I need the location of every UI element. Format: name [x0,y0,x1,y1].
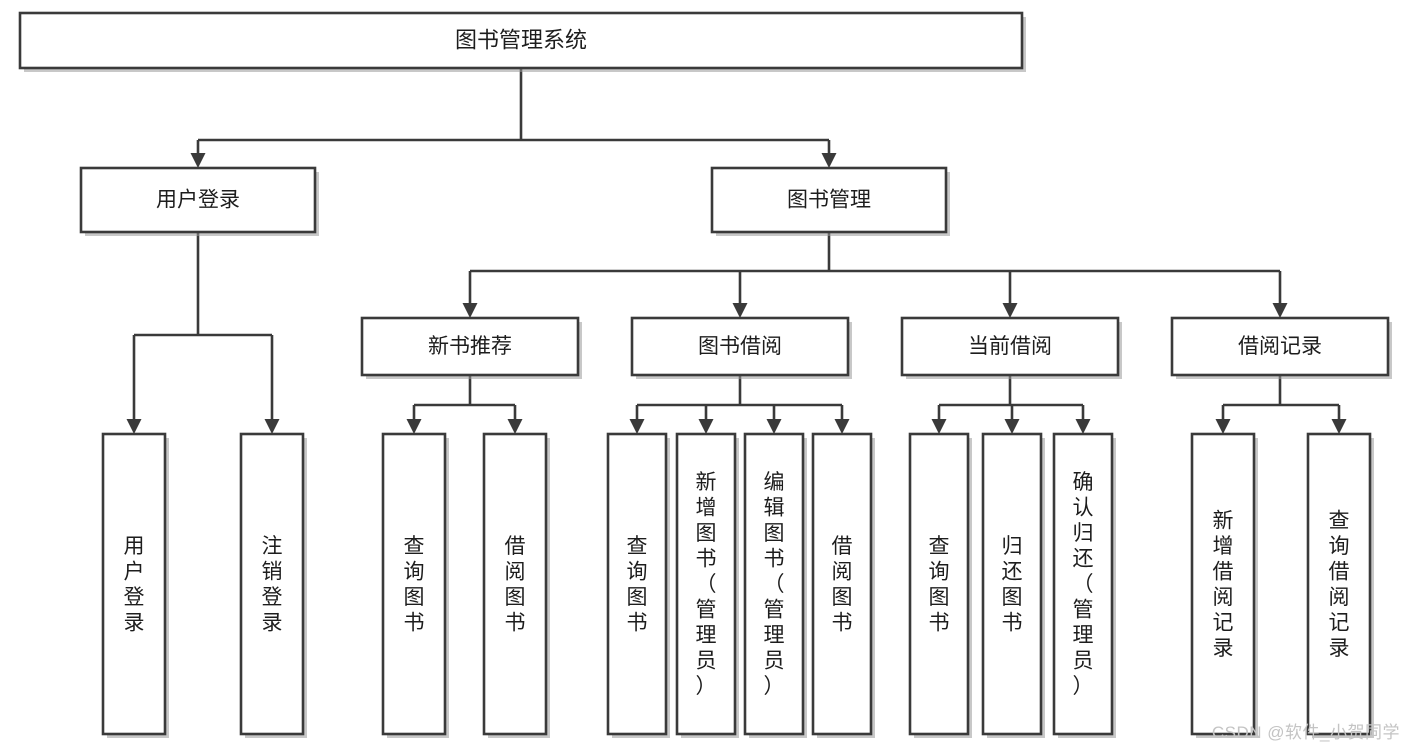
node-box[interactable] [630,316,850,377]
node-box[interactable] [743,432,805,736]
node-user-login[interactable]: 用户登录 [79,166,319,236]
connector-arrow [698,405,714,434]
node-book-borrow[interactable]: 图书借阅 [630,316,852,379]
node-label: 当前借阅 [968,335,1052,358]
node-box[interactable] [1190,432,1256,736]
connector-arrow [1075,405,1091,434]
node-box[interactable] [360,316,580,377]
conn-userlogin-to-leaves [126,232,280,434]
node-box[interactable] [606,432,668,736]
conn-currentborrow-to-leaves [931,375,1091,434]
node-box[interactable] [981,432,1043,736]
node-box[interactable] [101,432,167,736]
node-leaf-add-borrow-record[interactable]: 新增借阅记录 [1190,432,1258,738]
node-label: 图书管理系统 [455,27,587,52]
node-box[interactable] [908,432,970,736]
connector-arrow [766,405,782,434]
node-label: 新增图书（管理员） [696,471,717,698]
connector-arrow [821,140,837,168]
node-leaf-borrow-book-rec[interactable]: 借阅图书 [482,432,550,738]
connector-arrow [126,335,142,434]
connectors-layer [126,68,1347,434]
node-leaf-query-book-rec[interactable]: 查询图书 [381,432,449,738]
node-box[interactable] [18,11,1024,70]
node-box[interactable] [79,166,317,234]
connector-arrow [1215,405,1231,434]
node-box[interactable] [811,432,873,736]
node-label: 借阅图书 [505,535,526,635]
node-box[interactable] [1052,432,1114,736]
connector-arrow [190,140,206,168]
node-box[interactable] [710,166,948,234]
node-leaf-borrow-book[interactable]: 借阅图书 [811,432,875,738]
node-box[interactable] [239,432,305,736]
node-leaf-edit-book-admin[interactable]: 编辑图书（管理员） [743,432,807,738]
node-box[interactable] [1170,316,1390,377]
connector-arrow [1331,405,1347,434]
node-label: 新书推荐 [428,335,512,358]
connector-arrow [732,271,748,318]
node-label: 借阅图书 [832,535,853,635]
node-label: 用户登录 [156,189,240,212]
node-leaf-query-book-borrow[interactable]: 查询图书 [606,432,670,738]
node-box[interactable] [381,432,447,736]
node-box[interactable] [900,316,1120,377]
node-label: 查询图书 [627,535,648,635]
node-new-book-recommend[interactable]: 新书推荐 [360,316,582,379]
node-label: 用户登录 [124,535,145,635]
node-label: 编辑图书（管理员） [764,471,785,698]
node-label: 确认归还（管理员） [1073,471,1094,698]
node-leaf-query-book-current[interactable]: 查询图书 [908,432,972,738]
node-box[interactable] [482,432,548,736]
connector-arrow [931,405,947,434]
conn-bookmanage-to-level2 [462,232,1288,318]
node-leaf-return-book[interactable]: 归还图书 [981,432,1045,738]
connector-arrow [507,405,523,434]
connector-arrow [462,271,478,318]
node-borrow-record[interactable]: 借阅记录 [1170,316,1392,379]
node-label: 查询图书 [404,535,425,635]
node-leaf-confirm-return-admin[interactable]: 确认归还（管理员） [1052,432,1116,738]
node-box[interactable] [1306,432,1372,736]
node-book-manage[interactable]: 图书管理 [710,166,950,236]
node-label: 图书管理 [787,189,871,212]
connector-arrow [406,405,422,434]
connector-arrow [629,405,645,434]
node-label: 查询借阅记录 [1329,509,1350,660]
connector-arrow [834,405,850,434]
node-leaf-query-borrow-record[interactable]: 查询借阅记录 [1306,432,1374,738]
nodes-layer: 图书管理系统用户登录图书管理新书推荐图书借阅当前借阅借阅记录用户登录注销登录查询… [18,11,1392,738]
conn-bookborrow-to-leaves [629,375,850,434]
node-label: 查询图书 [929,535,950,635]
conn-newbook-to-leaves [406,375,523,434]
node-label: 图书借阅 [698,335,782,358]
node-root[interactable]: 图书管理系统 [18,11,1026,72]
watermark-label: CSDN @软件_小贺同学 [1211,723,1400,742]
conn-root-to-level1 [190,68,837,168]
node-label: 注销登录 [262,535,283,635]
node-leaf-add-book-admin[interactable]: 新增图书（管理员） [675,432,739,738]
connector-arrow [1002,271,1018,318]
connector-arrow [264,335,280,434]
node-label: 归还图书 [1002,535,1023,635]
node-label: 借阅记录 [1238,335,1322,358]
node-leaf-user-login[interactable]: 用户登录 [101,432,169,738]
connector-arrow [1272,271,1288,318]
conn-borrowrecord-to-leaves [1215,375,1347,434]
node-current-borrow[interactable]: 当前借阅 [900,316,1122,379]
node-label: 新增借阅记录 [1213,509,1234,660]
node-leaf-user-logout[interactable]: 注销登录 [239,432,307,738]
connector-arrow [1004,405,1020,434]
node-box[interactable] [675,432,737,736]
